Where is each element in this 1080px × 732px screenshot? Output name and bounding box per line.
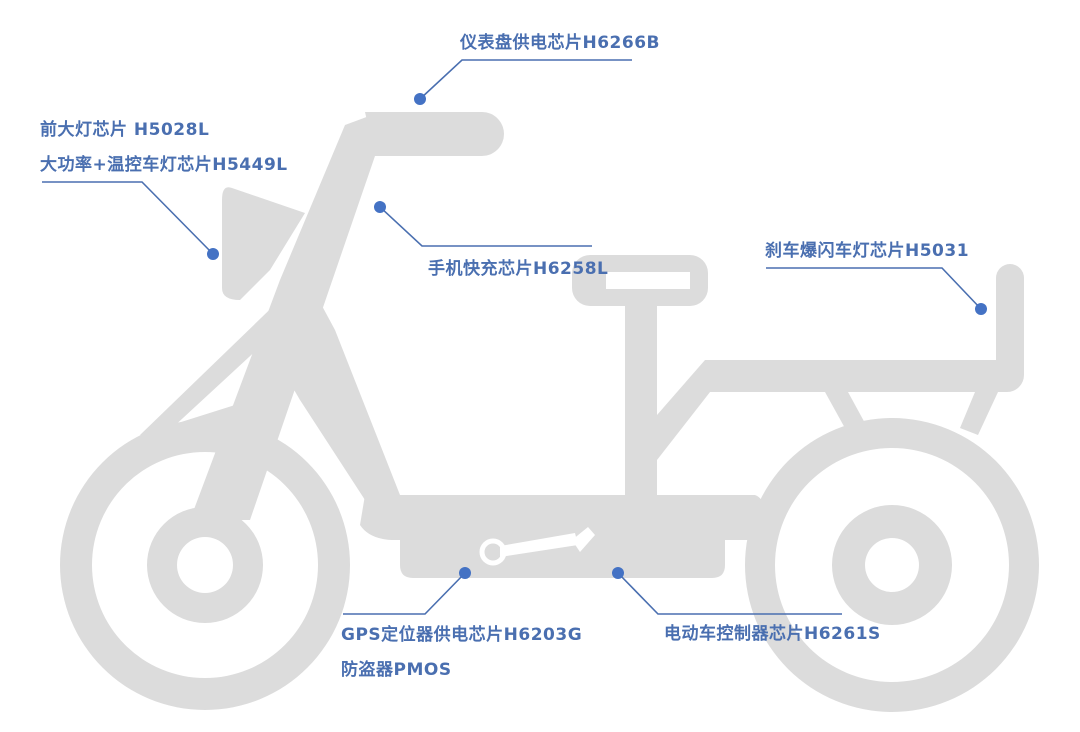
rack-strut-right [960,392,998,435]
label-headlight-chip: 前大灯芯片 H5028L [40,120,210,140]
seat [572,255,708,306]
dot-brake-light [975,303,987,315]
dot-dashboard [414,93,426,105]
callout-lines [42,59,982,615]
leader-dashboard [419,59,632,100]
rear-wheel [745,418,1039,712]
handlebar [365,112,504,156]
label-dashboard-chip: 仪表盘供电芯片H6266B [460,33,660,53]
leader-gps [343,572,466,615]
rear-upright [996,264,1024,392]
leader-brake-light [766,267,982,310]
kickstand-icon [479,527,595,566]
rear-connector [655,495,764,540]
label-gps-chip: GPS定位器供电芯片H6203G [341,625,583,645]
seat-post [625,300,657,500]
label-antitheft-pmos: 防盗器PMOS [341,660,452,680]
rear-rack [705,360,1000,392]
front-brace-2 [140,405,240,440]
front-hub [147,507,263,623]
leader-controller [617,572,842,615]
scooter-body [60,112,1039,712]
dot-controller [612,567,624,579]
rear-hub [832,505,952,625]
front-brace [140,290,300,435]
dot-phone-charge [374,201,386,213]
label-temp-light-chip: 大功率+温控车灯芯片H5449L [40,155,288,175]
down-tube [265,265,400,500]
front-wheel [60,420,350,710]
label-controller-chip: 电动车控制器芯片H6261S [664,624,881,644]
leader-headlight [42,181,214,255]
label-phone-charge-chip: 手机快充芯片H6258L [428,259,609,279]
label-brake-light-chip: 刹车爆闪车灯芯片H5031 [765,241,970,261]
dot-headlight [207,248,219,260]
callout-dots [207,93,987,579]
rack-strut-left [825,392,866,430]
dot-gps [459,567,471,579]
leader-phone-charge [379,206,592,247]
headlight [222,187,305,300]
